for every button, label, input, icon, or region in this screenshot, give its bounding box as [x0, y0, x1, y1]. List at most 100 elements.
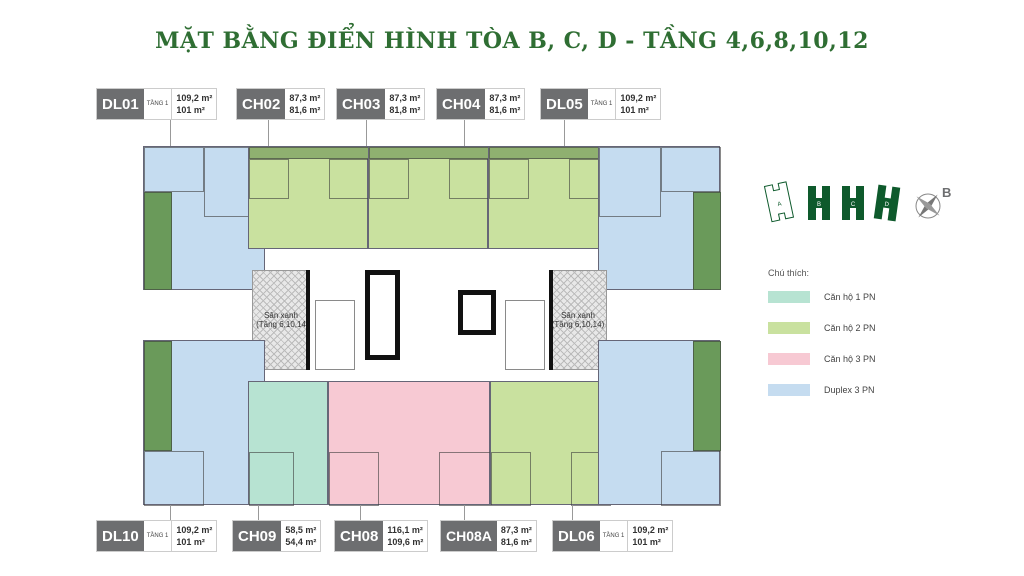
- unit-ch08a[interactable]: [490, 381, 611, 506]
- unit-dl05[interactable]: [598, 146, 721, 290]
- connector-line: [572, 505, 573, 520]
- unit-areas: 109,2 m² 101 m²: [172, 89, 216, 119]
- legend-item: Duplex 3 PN: [768, 384, 875, 396]
- unit-ch03[interactable]: [368, 146, 489, 249]
- area-net: 81,6 m²: [289, 105, 321, 115]
- room: [661, 147, 721, 192]
- balcony-planter: [249, 147, 369, 159]
- area-net: 81,8 m²: [389, 105, 421, 115]
- tower-label: A: [777, 201, 782, 208]
- compass-icon: B: [915, 185, 951, 219]
- legend-item: Căn hộ 1 PN: [768, 291, 876, 303]
- room: [489, 159, 529, 199]
- legend-label: Căn hộ 1 PN: [824, 292, 876, 302]
- balcony-planter: [693, 341, 721, 451]
- unit-dl10[interactable]: [143, 340, 265, 506]
- area-net: 109,6 m²: [387, 537, 424, 547]
- room: [491, 452, 531, 506]
- unit-code: DL10: [97, 521, 144, 551]
- unit-code: DL06: [553, 521, 600, 551]
- area-gross: 109,2 m²: [632, 525, 669, 535]
- legend-item: Căn hộ 3 PN: [768, 353, 876, 365]
- unit-areas: 87,3 m² 81,6 m²: [497, 521, 536, 551]
- unit-label-dl06: DL06 TẦNG 1 109,2 m² 101 m²: [552, 520, 674, 552]
- area-gross: 87,3 m²: [489, 93, 521, 103]
- connector-line: [170, 119, 171, 146]
- balcony-planter: [369, 147, 489, 159]
- room: [449, 159, 489, 199]
- area-gross: 109,2 m²: [176, 93, 213, 103]
- connector-line: [464, 505, 465, 520]
- area-net: 101 m²: [176, 105, 205, 115]
- tower-d-icon: D: [873, 184, 901, 222]
- balcony-planter: [144, 192, 172, 290]
- tower-label: C: [851, 202, 856, 208]
- area-net: 81,6 m²: [500, 537, 532, 547]
- unit-code: CH09: [233, 521, 282, 551]
- area-gross: 116,1 m²: [387, 525, 423, 535]
- page-title: MẶT BẰNG ĐIỂN HÌNH TÒA B, C, D - TẦNG 4,…: [155, 28, 869, 54]
- legend-swatch: [768, 322, 810, 334]
- unit-areas: 116,1 m² 109,6 m²: [383, 521, 427, 551]
- tower-key: A B C D B: [763, 181, 951, 223]
- area-net: 81,6 m²: [489, 105, 521, 115]
- tower-label: D: [884, 202, 890, 209]
- unit-areas: 87,3 m² 81,6 m²: [485, 89, 524, 119]
- service-elevator: [458, 290, 496, 335]
- area-gross: 87,3 m²: [500, 525, 532, 535]
- area-net: 54,4 m²: [285, 537, 317, 547]
- connector-line: [258, 505, 259, 520]
- legend-swatch: [768, 291, 810, 303]
- connector-line: [268, 119, 269, 146]
- legend-label: Duplex 3 PN: [824, 385, 875, 395]
- legend-label: Căn hộ 2 PN: [824, 323, 876, 333]
- area-gross: 109,2 m²: [176, 525, 213, 535]
- wall: [306, 270, 310, 370]
- legend-swatch: [768, 353, 810, 365]
- unit-dl06[interactable]: [598, 340, 721, 506]
- unit-areas: 87,3 m² 81,6 m²: [285, 89, 324, 119]
- room: [144, 451, 204, 506]
- unit-ch08[interactable]: [328, 381, 491, 506]
- room: [329, 159, 369, 199]
- floor-note: TẦNG 1: [600, 521, 629, 551]
- tower-label: B: [817, 202, 821, 208]
- room: [661, 451, 721, 506]
- legend-swatch: [768, 384, 810, 396]
- floor-note: TẦNG 1: [588, 89, 617, 119]
- unit-code: CH02: [237, 89, 286, 119]
- terrace-label: Sân xanh: [264, 311, 298, 320]
- unit-code: CH04: [437, 89, 486, 119]
- terrace-floors: (Tầng 6,10,14: [256, 320, 306, 329]
- unit-areas: 109,2 m² 101 m²: [628, 521, 672, 551]
- floor-note: TẦNG 1: [144, 521, 173, 551]
- unit-code: CH03: [337, 89, 386, 119]
- unit-ch02[interactable]: [248, 146, 369, 249]
- legend-label: Căn hộ 3 PN: [824, 354, 876, 364]
- tower-a-icon: A: [763, 181, 795, 223]
- floor-note: TẦNG 1: [144, 89, 173, 119]
- area-gross: 109,2 m²: [620, 93, 657, 103]
- balcony-planter: [693, 192, 721, 290]
- area-gross: 87,3 m²: [289, 93, 321, 103]
- terrace-label: Sân xanh: [561, 311, 595, 320]
- legend-item: Căn hộ 2 PN: [768, 322, 876, 334]
- unit-ch04[interactable]: [488, 146, 611, 249]
- terrace-floors: (Tầng 6,10,14): [551, 320, 605, 329]
- unit-ch09[interactable]: [248, 381, 328, 506]
- green-terrace-right: Sân xanh (Tầng 6,10,14): [549, 270, 607, 370]
- unit-label-ch02: CH02 87,3 m² 81,6 m²: [236, 88, 326, 120]
- room: [329, 452, 379, 506]
- unit-dl01[interactable]: [143, 146, 266, 290]
- area-gross: 87,3 m²: [389, 93, 421, 103]
- balcony-planter: [144, 341, 172, 451]
- unit-label-ch04: CH04 87,3 m² 81,6 m²: [436, 88, 526, 120]
- connector-line: [170, 505, 171, 520]
- area-net: 101 m²: [632, 537, 661, 547]
